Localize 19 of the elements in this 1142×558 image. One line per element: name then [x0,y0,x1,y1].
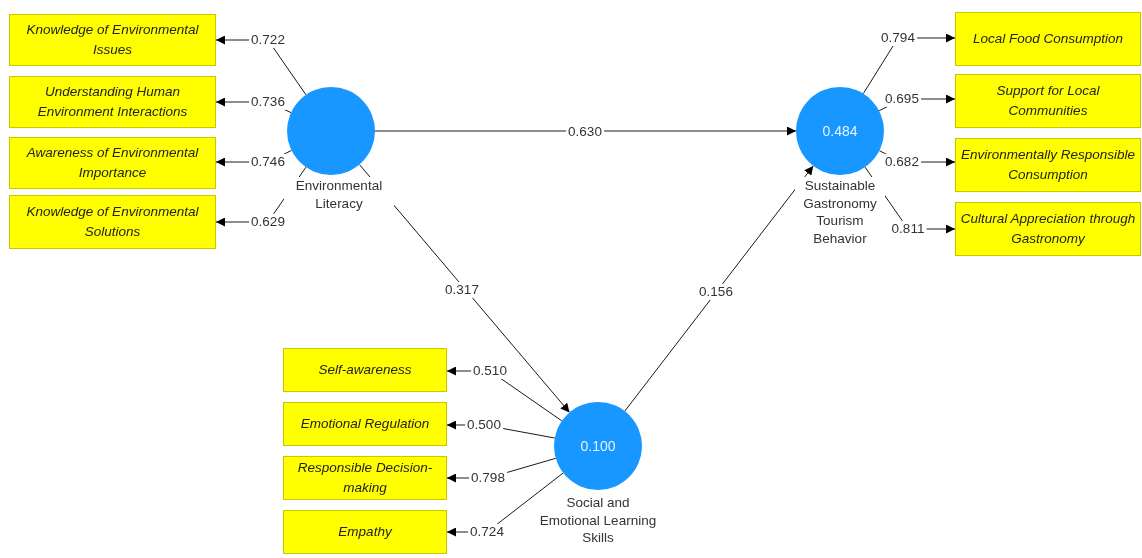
arrow [624,165,814,412]
indicator-box: Knowledge of Environmental Solutions [9,195,216,249]
edge-label: 0.156 [697,283,735,301]
indicator-box: Understanding Human Environment Interactions [9,76,216,128]
indicator-box: Empathy [283,510,447,554]
indicator-box: Self-awareness [283,348,447,392]
arrow [374,126,797,136]
indicator-box: Local Food Consumption [955,12,1141,66]
r-squared-value: 0.100 [580,438,616,454]
indicator-box: Support for Local Communities [955,74,1141,128]
construct-name: Environmental Literacy [284,177,394,213]
indicator-box: Awareness of Environmental Importance [9,137,216,189]
indicator-box: Emotional Regulation [283,402,447,446]
edge-label: 0.317 [443,281,481,299]
indicator-box: Knowledge of Environmental Issues [9,14,216,66]
r-squared-value: 0.484 [822,123,858,139]
indicator-box: Cultural Appreciation through Gastronomy [955,202,1141,256]
indicator-box: Responsible Decision-making [283,456,447,500]
indicator-box: Environmentally Responsible Consumption [955,138,1141,192]
